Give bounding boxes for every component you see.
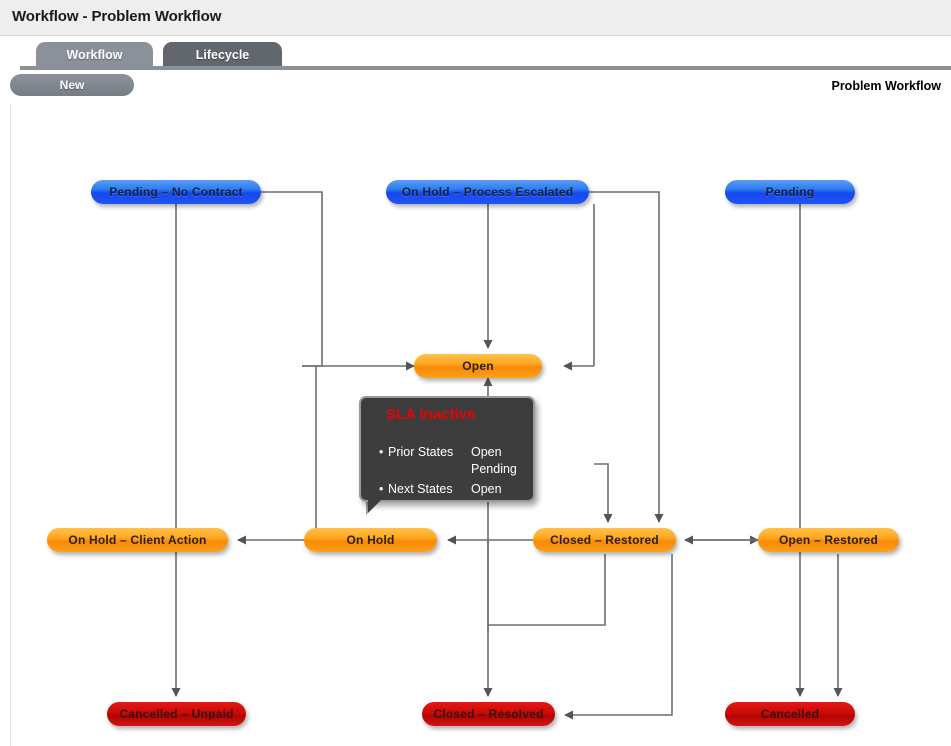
node-on-hold[interactable]: On Hold [304, 528, 437, 552]
sla-tooltip: SLA Inactive • Prior States Open Pending… [359, 396, 535, 502]
node-on-hold-process-escalated[interactable]: On Hold – Process Escalated [386, 180, 589, 204]
node-cancelled[interactable]: Cancelled [725, 702, 855, 726]
edge-ohpe-to-closed-restored [589, 191, 664, 523]
tooltip-bullet-next: • [379, 482, 384, 496]
edge-open-restored-to-closed-resolved [564, 554, 673, 720]
tooltip-title: SLA Inactive [386, 406, 476, 423]
tooltip-prior-states-label: Prior States [388, 445, 454, 459]
edge-pnc-to-open-a [252, 191, 323, 367]
edge-closed-restored-to-closed-resolved [488, 554, 606, 626]
node-open-restored[interactable]: Open – Restored [758, 528, 899, 552]
node-open[interactable]: Open [414, 354, 542, 378]
workflow-name-label: Problem Workflow [831, 79, 941, 93]
tooltip-prior-state-2: Pending [471, 462, 517, 476]
window-titlebar: Workflow - Problem Workflow [0, 0, 951, 36]
node-cancelled-unpaid[interactable]: Cancelled – Unpaid [107, 702, 246, 726]
tooltip-next-state-1: Open [471, 482, 502, 496]
node-on-hold-client-action[interactable]: On Hold – Client Action [47, 528, 228, 552]
tooltip-bullet-prior: • [379, 445, 384, 459]
tooltip-tail [368, 497, 384, 513]
tab-strip: Workflow Lifecycle [0, 36, 951, 68]
node-pending[interactable]: Pending [725, 180, 855, 204]
tooltip-prior-state-1: Open [471, 445, 502, 459]
edge-elbow-to-closed-restored [594, 463, 613, 523]
toolbar: New Problem Workflow [0, 70, 951, 104]
workflow-canvas: Pending – No Contract On Hold – Process … [10, 104, 951, 746]
node-pending-no-contract[interactable]: Pending – No Contract [91, 180, 261, 204]
new-button[interactable]: New [10, 74, 134, 96]
tab-underline [20, 66, 951, 70]
node-closed-resolved[interactable]: Closed – Resolved [422, 702, 555, 726]
node-closed-restored[interactable]: Closed – Restored [533, 528, 676, 552]
tooltip-next-states-label: Next States [388, 482, 453, 496]
page-title: Workflow - Problem Workflow [12, 8, 222, 25]
tab-lifecycle[interactable]: Lifecycle [163, 42, 282, 68]
tab-workflow[interactable]: Workflow [36, 42, 153, 68]
